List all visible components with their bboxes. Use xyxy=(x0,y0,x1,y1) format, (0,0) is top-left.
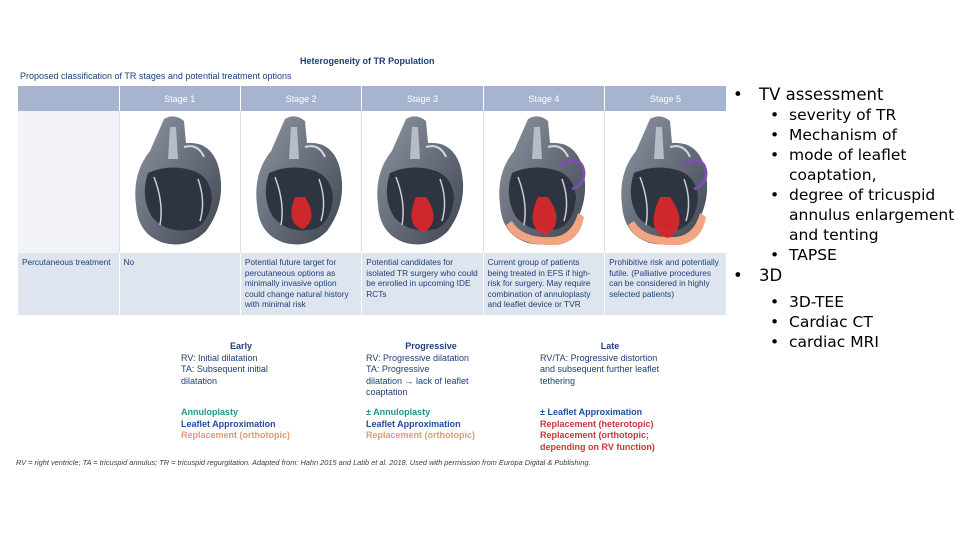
figure-title: Heterogeneity of TR Population xyxy=(300,56,435,66)
bullet-mechanism: Mechanism of xyxy=(733,125,959,145)
stage-header-3: Stage 3 xyxy=(361,86,484,111)
bullet-leaflet-coaptation: mode of leaflet coaptation, xyxy=(733,145,959,185)
treatment-leaflet-approximation-optional: ± Leaflet Approximation xyxy=(540,407,643,417)
image-row-blank xyxy=(18,111,120,253)
treatment-annuloplasty: Annuloplasty xyxy=(181,407,239,417)
bullet-severity: severity of TR xyxy=(733,105,959,125)
treatment-leaflet-approximation: Leaflet Approximation xyxy=(366,418,461,429)
tr-stage-table: Stage 1 Stage 2 Stage 3 Stage 4 Stage 5 xyxy=(18,86,726,315)
treatment-replacement-orthotopic: Replacement (orthotopic) xyxy=(366,430,476,440)
bullet-list: TV assessment severity of TR Mechanism o… xyxy=(733,84,959,352)
header-blank xyxy=(18,86,120,111)
stage-header-1: Stage 1 xyxy=(119,86,241,111)
phase-progressive-line: coaptation xyxy=(366,387,408,397)
figure-subtitle: Proposed classification of TR stages and… xyxy=(20,71,292,81)
stage-header-4: Stage 4 xyxy=(483,86,606,111)
phase-progressive-title: Progressive xyxy=(405,341,457,351)
phase-early-line: RV: Initial dilatation xyxy=(181,352,258,363)
phase-early-title: Early xyxy=(229,341,253,351)
bullet-3d-tee: 3D-TEE xyxy=(733,292,959,312)
stage-header-5: Stage 5 xyxy=(604,86,726,111)
phase-late-line: RV/TA: Progressive distortion xyxy=(540,352,658,363)
stage-2-text: Potential future target for percutaneous… xyxy=(240,253,363,315)
percutaneous-treatment-row: Percutaneous treatment No Potential futu… xyxy=(18,253,726,315)
phase-late-title: Late xyxy=(600,341,620,351)
phase-early-line: dilatation xyxy=(181,375,218,386)
stage-header-row: Stage 1 Stage 2 Stage 3 Stage 4 Stage 5 xyxy=(18,86,726,111)
treatment-leaflet-approximation: Leaflet Approximation xyxy=(181,418,276,429)
stage-3-text: Potential candidates for isolated TR sur… xyxy=(361,253,484,315)
stage-header-2: Stage 2 xyxy=(240,86,363,111)
row-label: Percutaneous treatment xyxy=(18,253,120,315)
bullet-tapse: TAPSE xyxy=(733,245,959,265)
bullet-cardiac-mri: cardiac MRI xyxy=(733,332,959,352)
phase-late-line: tethering xyxy=(540,375,576,386)
phase-late-line: and subsequent further leaflet xyxy=(540,364,660,374)
treatment-replacement-orthotopic: Replacement (orthotopic) xyxy=(181,430,291,440)
treatment-replacement-note: depending on RV function) xyxy=(540,441,655,452)
bullet-annulus-enlargement: degree of tricuspid annulus enlargement … xyxy=(733,185,959,245)
treatment-annuloplasty-optional: ± Annuloplasty xyxy=(366,407,431,417)
bullet-tv-assessment: TV assessment xyxy=(733,84,959,105)
bullet-cardiac-ct: Cardiac CT xyxy=(733,312,959,332)
phase-progressive: Progressive RV: Progressive dilatation T… xyxy=(366,341,496,399)
phase-progressive-line: RV: Progressive dilatation xyxy=(366,352,470,363)
heart-illustration-stage-4 xyxy=(483,111,606,253)
heart-illustration-stage-2 xyxy=(240,111,363,253)
figure-footnote: RV = right ventricle; TA = tricuspid ann… xyxy=(16,458,591,467)
treatment-replacement-orthotopic: Replacement (orthotopic; xyxy=(540,430,650,440)
phase-late: Late RV/TA: Progressive distortion and s… xyxy=(540,341,680,387)
bullet-3d: 3D xyxy=(733,265,959,286)
progressive-treatments: ± Annuloplasty Leaflet Approximation Rep… xyxy=(366,407,475,442)
phase-early-line: TA: Subsequent initial xyxy=(181,364,268,374)
treatment-replacement-heterotopic: Replacement (heterotopic) xyxy=(540,418,654,429)
heart-illustration-stage-1 xyxy=(119,111,241,253)
stage-5-text: Prohibitive risk and potentially futile.… xyxy=(604,253,726,315)
early-treatments: Annuloplasty Leaflet Approximation Repla… xyxy=(181,407,290,442)
late-treatments: ± Leaflet Approximation Replacement (het… xyxy=(540,407,655,453)
heart-illustration-stage-5 xyxy=(604,111,726,253)
phase-progressive-line: dilatation → lack of leaflet xyxy=(366,375,469,386)
stage-4-text: Current group of patients being treated … xyxy=(483,253,606,315)
phase-early: Early RV: Initial dilatation TA: Subsequ… xyxy=(181,341,301,387)
heart-image-row xyxy=(18,111,726,253)
phase-progressive-line: TA: Progressive xyxy=(366,364,430,374)
stage-1-text: No xyxy=(119,253,241,315)
heart-illustration-stage-3 xyxy=(361,111,484,253)
